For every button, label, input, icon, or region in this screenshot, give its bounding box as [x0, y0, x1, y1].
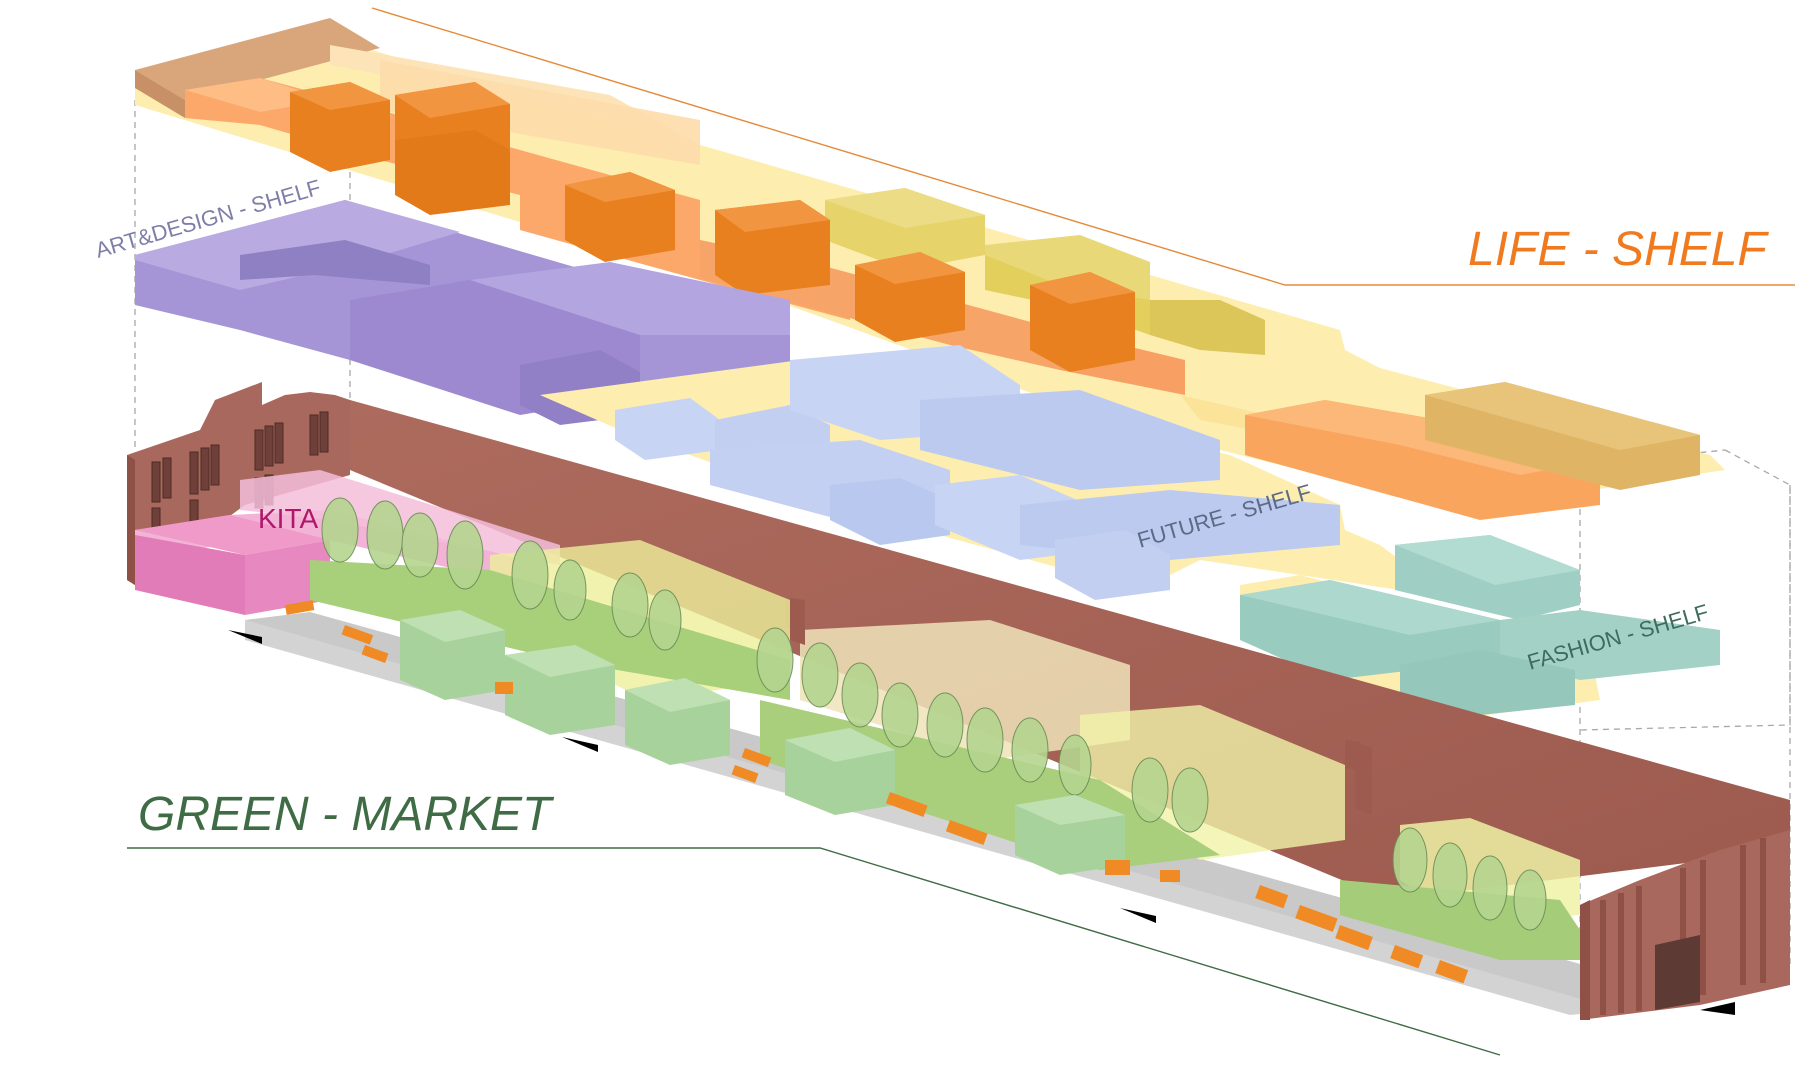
fashion-shelf-level	[1240, 535, 1720, 720]
green-market-hall	[127, 382, 1790, 1020]
life-shelf-label: LIFE - SHELF	[1468, 223, 1769, 276]
west-facade-windows	[151, 411, 329, 539]
green-market-leader-line	[127, 847, 1501, 1056]
east-facade-pilasters	[1600, 838, 1766, 1015]
green-bed	[310, 560, 790, 700]
trees	[321, 497, 1547, 931]
entrance-arrows	[228, 630, 1735, 1015]
green-market-label: GREEN - MARKET	[138, 788, 555, 841]
kita-label: KITA	[258, 503, 318, 534]
fashion-shelf-module	[1400, 650, 1575, 715]
east-entrance-door	[1655, 935, 1700, 1010]
future-shelf-module	[615, 398, 720, 460]
life-shelf-level	[135, 18, 1725, 520]
life-shelf-leader-line	[371, 7, 1795, 286]
leader-lines	[127, 7, 1795, 1056]
art-design-shelf-volumes	[135, 200, 790, 425]
life-shelf-mustard-module	[1150, 300, 1265, 355]
future-shelf-module	[1055, 530, 1170, 600]
orange-furniture	[284, 600, 1469, 984]
green-kiosks	[400, 610, 1125, 875]
life-shelf-tan-block	[135, 18, 380, 100]
life-shelf-stacked-cubes	[290, 82, 1135, 372]
future-shelf-level	[540, 345, 1420, 600]
